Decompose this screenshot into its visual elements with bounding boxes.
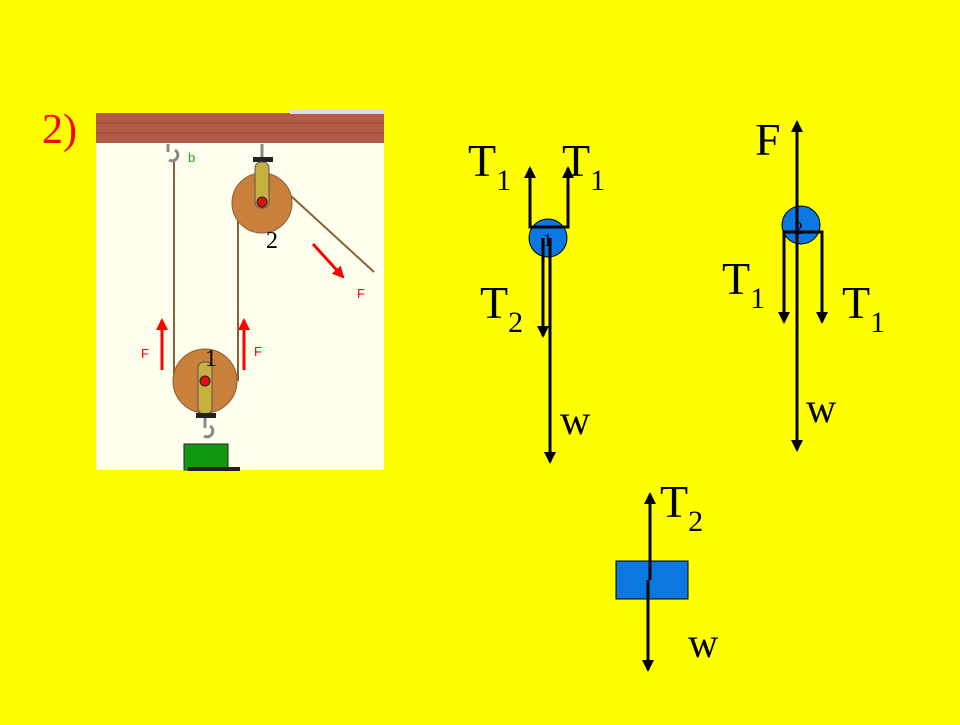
right-force-label: F: [254, 344, 262, 359]
pulley-2: [231, 144, 293, 234]
fbd2-body: [781, 205, 821, 245]
fbd2-tension-right-label: T1: [842, 277, 885, 339]
pulley-2-label: 2: [266, 228, 278, 254]
pulley-illustration: b 2 F F F 1: [96, 110, 384, 471]
hook-label: b: [188, 150, 195, 165]
fbd1-tension-right-label: T1: [562, 135, 605, 197]
fbd1-tension-left-arrow: [524, 166, 548, 229]
fbd2-tension-left-label: T1: [722, 253, 765, 315]
fbd2-force-up-label: F: [755, 114, 781, 165]
problem-number: 2): [42, 107, 77, 153]
pulley-1-label: 1: [205, 346, 217, 372]
hanging-block: [183, 443, 229, 471]
left-force-label: F: [141, 346, 149, 361]
fbd3-tension-up-label: T2: [660, 476, 703, 538]
fbd1-tension-down-label: T2: [480, 277, 523, 339]
fbd1-weight-label: w: [560, 398, 591, 444]
rope-pull: [290, 195, 375, 273]
pull-force-arrow: [311, 242, 345, 279]
pulley-1: [172, 348, 238, 439]
fbd2-weight-label: w: [806, 386, 837, 432]
fbd-pulley-2: 2 F T1 T1 w: [722, 114, 885, 452]
ceiling-hook-icon: [166, 144, 180, 163]
fbd-pulley-1: 1 T1 T1 T2 w: [468, 135, 605, 464]
fbd1-body-label: 1: [543, 230, 552, 250]
fbd3-weight-label: w: [688, 621, 719, 667]
fbd-block: T2 w: [615, 476, 719, 672]
fbd1-tension-right-arrow: [548, 166, 574, 229]
illustration-panel: [96, 113, 384, 470]
fbd1-tension-left-label: T1: [468, 135, 511, 197]
fbd2-tension-left-arrow: [778, 230, 801, 324]
fbd3-body: [615, 560, 689, 600]
ceiling-beam: [96, 113, 384, 143]
pull-force-label: F: [357, 286, 365, 301]
fbd2-tension-right-arrow: [801, 230, 828, 324]
